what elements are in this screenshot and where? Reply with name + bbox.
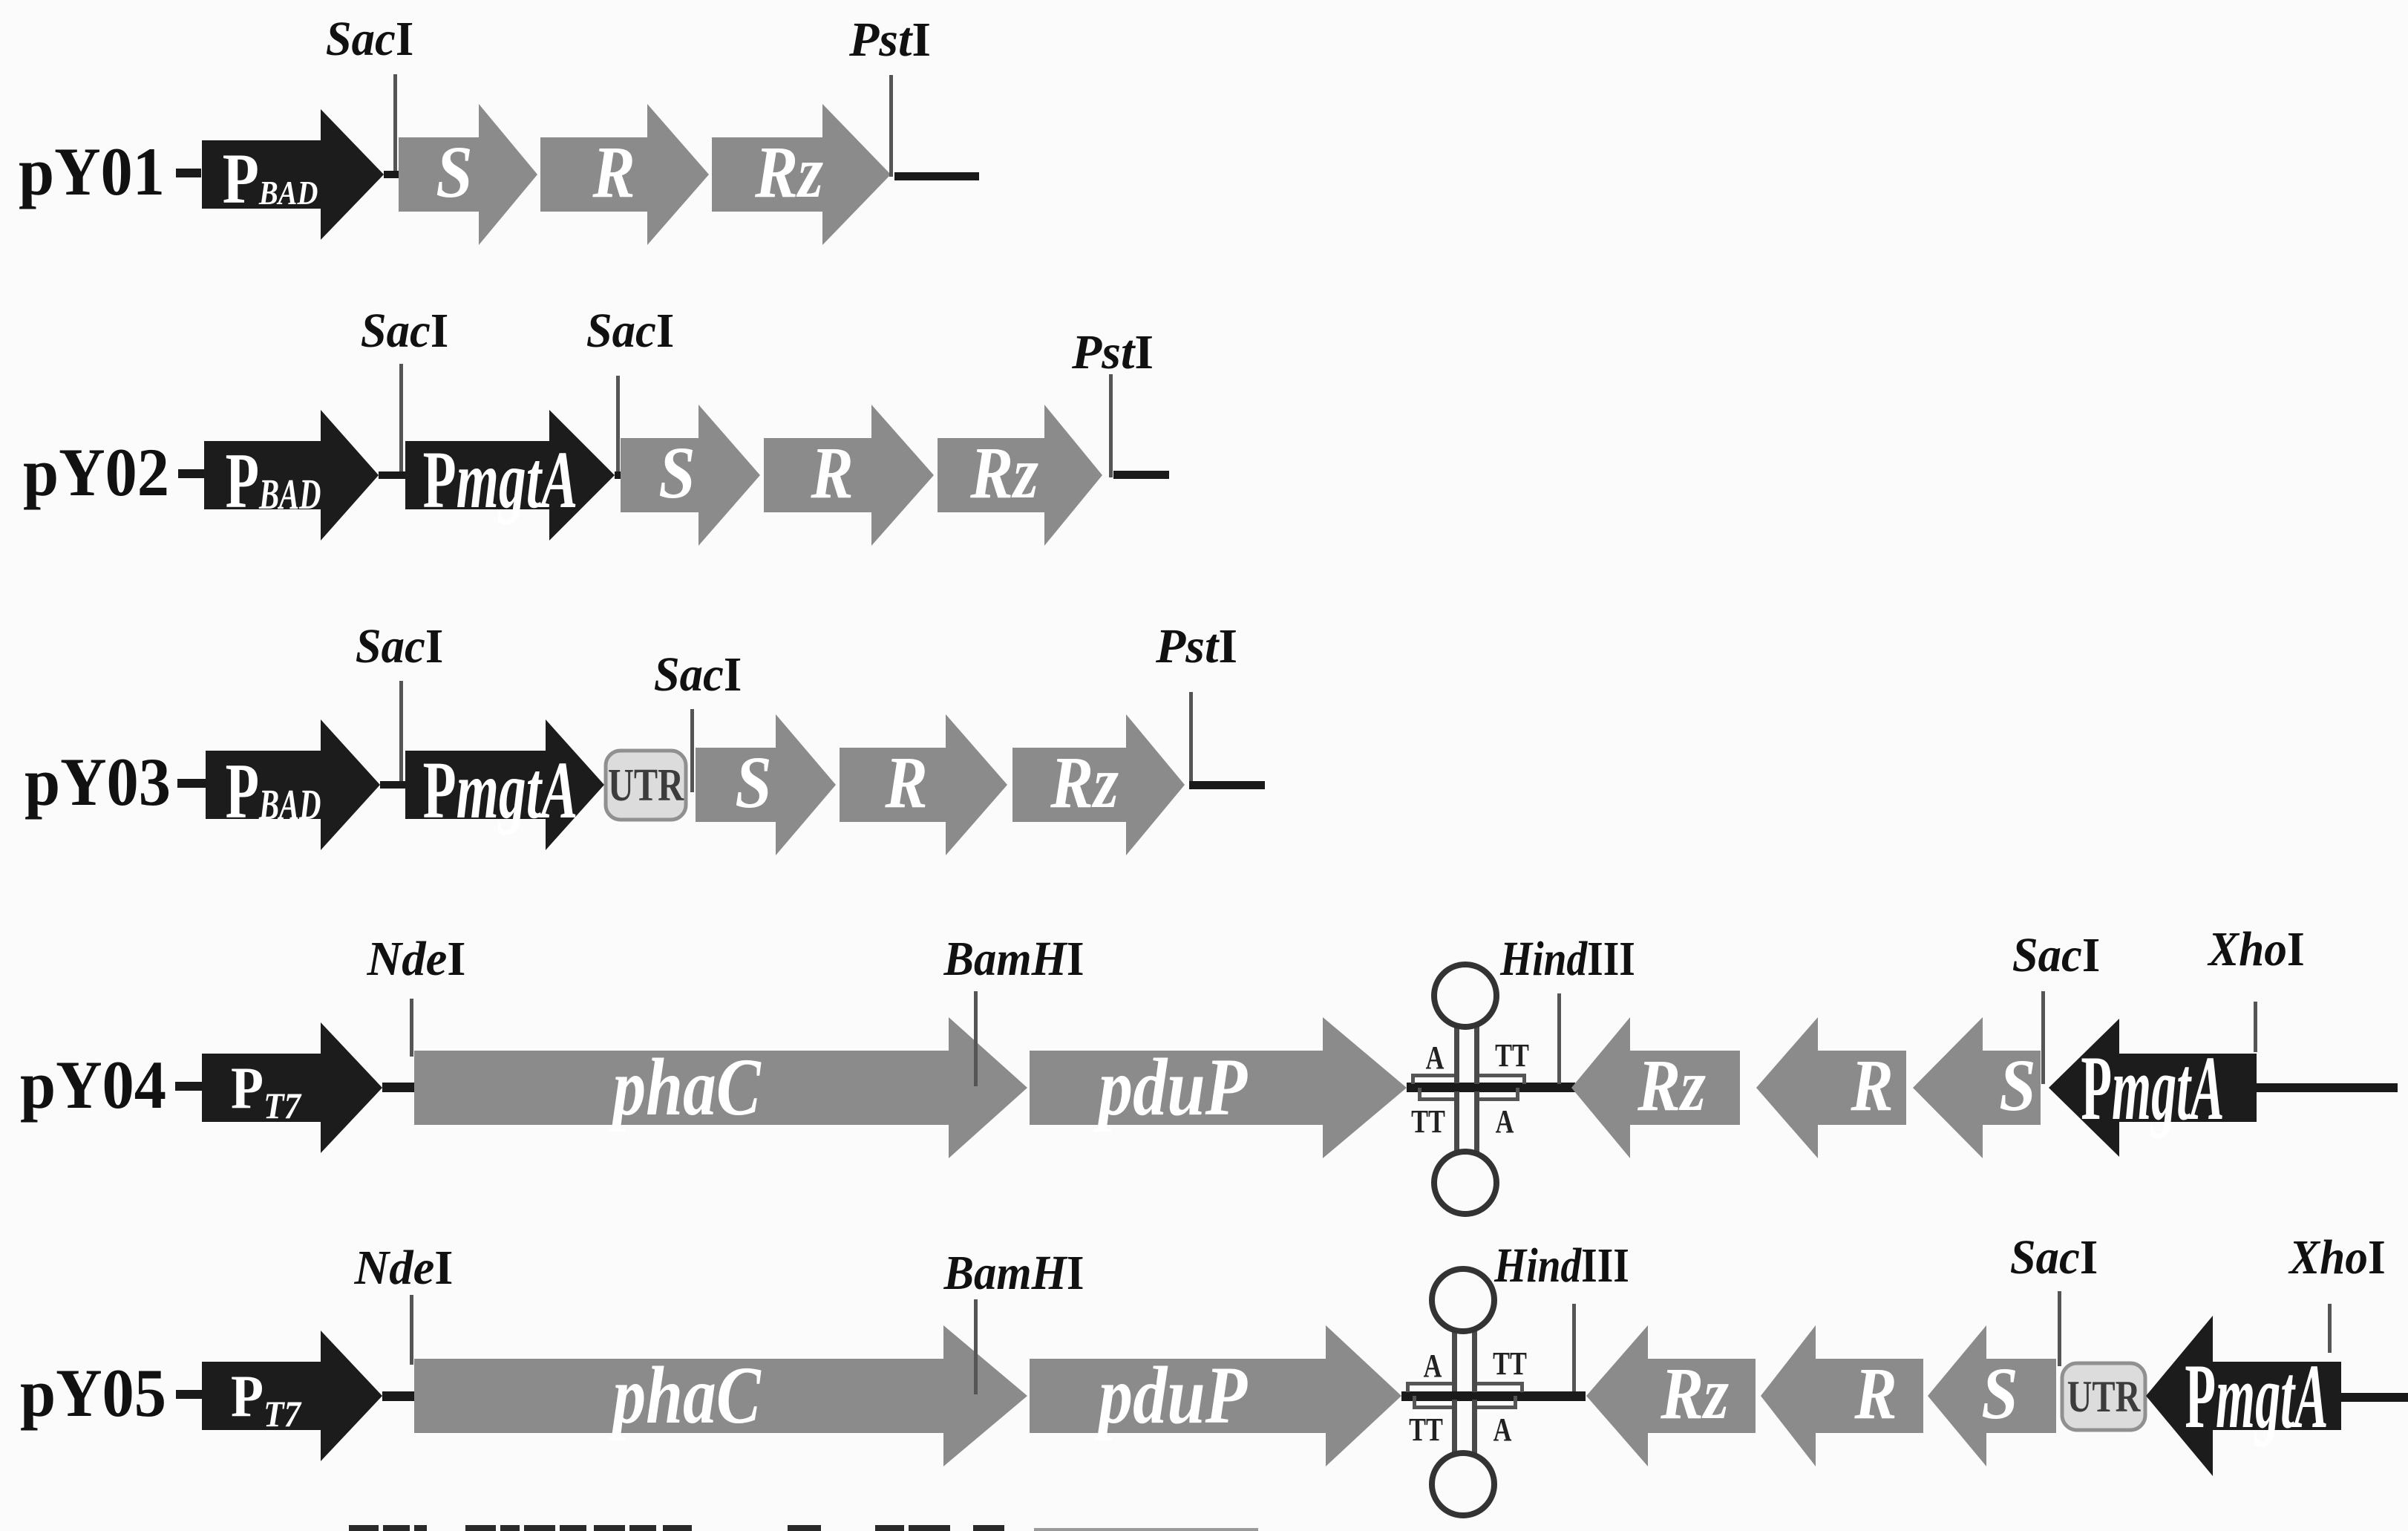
svg-text:Rz: Rz [1660, 1352, 1729, 1434]
svg-text:PBAD: PBAD [226, 437, 321, 524]
svg-text:PstI: PstI [1071, 325, 1154, 379]
svg-text:TT: TT [1411, 1103, 1445, 1140]
svg-text:SacI: SacI [2012, 928, 2100, 982]
svg-text:A: A [1496, 1103, 1514, 1140]
svg-text:PBAD: PBAD [223, 140, 318, 219]
svg-text:R: R [884, 742, 927, 823]
svg-text:TT: TT [1493, 1345, 1527, 1382]
svg-text:TT: TT [1409, 1411, 1443, 1448]
svg-text:SacI: SacI [2010, 1230, 2098, 1284]
svg-text:S: S [436, 131, 472, 213]
svg-text:HindIII: HindIII [1493, 1239, 1629, 1293]
svg-text:pduP: pduP [1093, 1349, 1248, 1440]
svg-text:phaC: phaC [607, 1350, 761, 1440]
svg-text:Rz: Rz [1050, 741, 1119, 823]
svg-text:PmgtA: PmgtA [2081, 1037, 2224, 1140]
svg-text:UTR: UTR [2067, 1371, 2142, 1421]
svg-text:A: A [1493, 1411, 1512, 1448]
svg-text:PT7: PT7 [231, 1056, 302, 1127]
svg-text:R: R [810, 432, 853, 514]
svg-text:HindIII: HindIII [1499, 933, 1635, 987]
svg-text:XhoI: XhoI [2207, 921, 2305, 976]
svg-text:R: R [592, 131, 635, 213]
svg-text:pY02: pY02 [23, 435, 169, 511]
svg-text:SacI: SacI [654, 647, 742, 702]
svg-text:Rz: Rz [754, 131, 823, 213]
svg-text:S: S [1999, 1045, 2035, 1126]
svg-text:pY01: pY01 [19, 134, 165, 210]
svg-text:TT: TT [1495, 1037, 1529, 1074]
svg-text:S: S [658, 432, 695, 514]
svg-text:UTR: UTR [608, 760, 684, 811]
svg-text:SacI: SacI [361, 304, 448, 358]
svg-text:R: R [1850, 1045, 1893, 1126]
svg-text:PstI: PstI [848, 13, 931, 67]
svg-text:A: A [1424, 1348, 1442, 1384]
svg-text:XhoI: XhoI [2288, 1230, 2386, 1284]
svg-text:BamHI: BamHI [943, 931, 1084, 986]
svg-text:Rz: Rz [969, 431, 1038, 514]
svg-text:S: S [735, 742, 771, 823]
svg-text:PBAD: PBAD [226, 747, 321, 835]
svg-text:A: A [1426, 1039, 1445, 1076]
svg-text:SacI: SacI [356, 619, 443, 673]
svg-text:PmgtA: PmgtA [423, 746, 578, 836]
svg-text:Rz: Rz [1637, 1044, 1706, 1126]
svg-text:PmgtA: PmgtA [423, 436, 578, 526]
svg-text:pY04: pY04 [20, 1048, 166, 1123]
svg-text:pY05: pY05 [20, 1356, 166, 1432]
svg-text:PmgtA: PmgtA [2185, 1345, 2328, 1448]
svg-text:SacI: SacI [326, 12, 413, 66]
svg-text:PT7: PT7 [231, 1364, 302, 1435]
svg-text:pduP: pduP [1093, 1041, 1248, 1132]
svg-text:R: R [1854, 1353, 1897, 1434]
svg-text:NdeI: NdeI [367, 932, 466, 986]
svg-text:phaC: phaC [607, 1042, 761, 1132]
svg-text:PstI: PstI [1155, 619, 1237, 673]
svg-text:BamHI: BamHI [943, 1245, 1084, 1300]
svg-text:pY03: pY03 [24, 745, 171, 820]
svg-text:S: S [1981, 1353, 2018, 1434]
svg-text:NdeI: NdeI [354, 1241, 454, 1295]
svg-text:SacI: SacI [586, 304, 674, 358]
